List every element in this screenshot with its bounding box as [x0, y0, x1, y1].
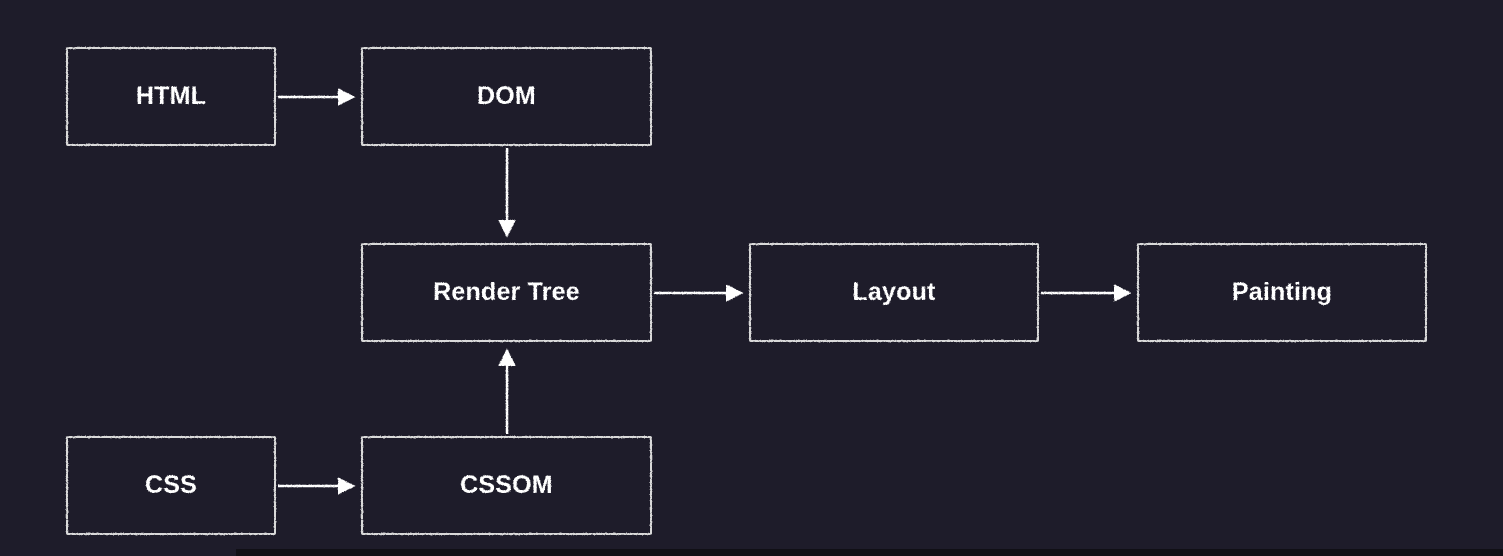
- node-layout: Layout: [749, 243, 1039, 342]
- node-painting-label: Painting: [1231, 278, 1333, 306]
- node-css-label: CSS: [144, 471, 197, 499]
- node-html-label: HTML: [135, 82, 207, 110]
- node-html: HTML: [66, 47, 276, 146]
- node-css: CSS: [66, 436, 276, 535]
- node-render-tree: Render Tree: [361, 243, 652, 342]
- node-cssom: CSSOM: [361, 436, 652, 535]
- node-render-tree-label: Render Tree: [433, 278, 580, 306]
- bottom-edge-bar: [236, 549, 1503, 556]
- node-painting: Painting: [1137, 243, 1427, 342]
- node-cssom-label: CSSOM: [460, 471, 553, 499]
- node-dom: DOM: [361, 47, 652, 146]
- node-dom-label: DOM: [477, 82, 536, 110]
- node-layout-label: Layout: [852, 278, 936, 306]
